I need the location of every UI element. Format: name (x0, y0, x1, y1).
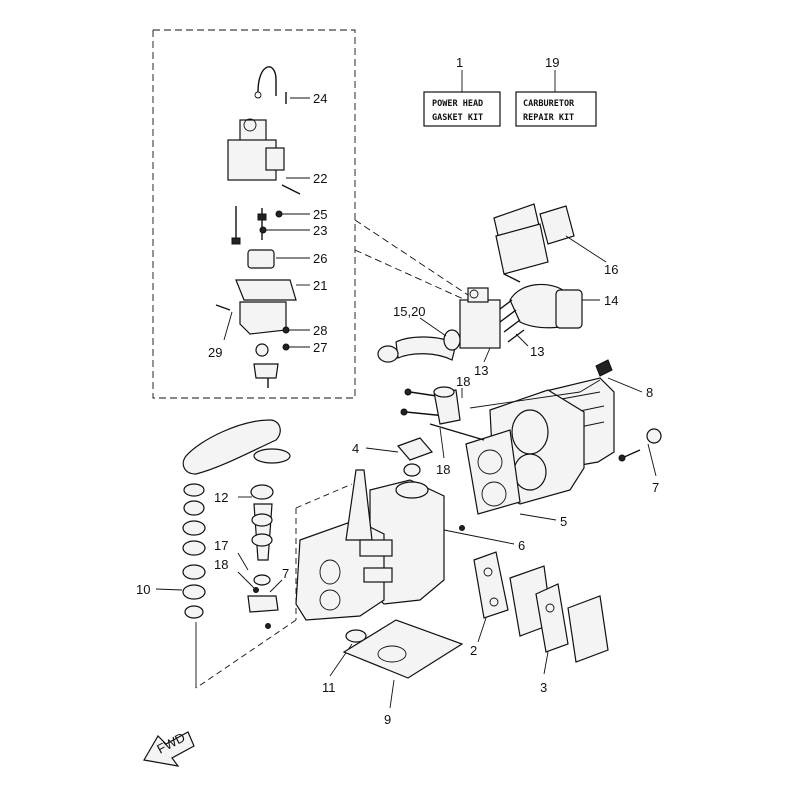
callout-21: 21 (313, 278, 327, 293)
carburetor-group-border (152, 29, 356, 399)
cylinder-gasket (465, 429, 521, 515)
callout-29: 29 (208, 345, 222, 360)
callout-24: 24 (313, 91, 327, 106)
screw-27 (282, 343, 290, 351)
kit-label-line2: REPAIR KIT (523, 113, 574, 123)
callout-18b: 18 (436, 462, 450, 477)
callout-23: 23 (313, 223, 327, 238)
exhaust-relief-tube (433, 386, 461, 425)
kit-box-power-head: 1 POWER HEAD GASKET KIT (423, 55, 501, 127)
group-leader-line (354, 219, 469, 296)
screw-pair (231, 206, 267, 245)
callout-13b: 13 (530, 344, 544, 359)
screw-28 (282, 326, 290, 334)
kit-label-line1: POWER HEAD (432, 99, 483, 109)
bypass-cover (396, 437, 434, 477)
callout-18a: 18 (456, 374, 470, 389)
exhaust-gasket-2 (473, 551, 509, 619)
kit-label-line2: GASKET KIT (432, 113, 483, 123)
oil-seal (345, 629, 367, 643)
callout-22: 22 (313, 171, 327, 186)
crankcase (295, 469, 445, 621)
screw-23 (259, 226, 267, 234)
callout-25: 25 (313, 207, 327, 222)
callout-2: 2 (470, 643, 477, 658)
float-bowl-gasket (235, 279, 297, 301)
callout-7b: 7 (282, 566, 289, 581)
callout-3: 3 (540, 680, 547, 695)
dowel-pin (459, 525, 465, 531)
exhaust-outer-plate (567, 595, 609, 663)
kit-label-line1: CARBURETOR (523, 99, 575, 109)
callout-13a: 13 (474, 363, 488, 378)
bearing-stack (182, 483, 206, 688)
fuel-hose-hook (254, 66, 277, 99)
drain-plug (253, 343, 279, 388)
callout-27: 27 (313, 340, 327, 355)
callout-18c: 18 (214, 557, 228, 572)
kit-number: 19 (545, 55, 559, 70)
long-bolts (400, 388, 485, 441)
callout-28: 28 (313, 323, 327, 338)
fwd-arrow-icon: FWD (143, 730, 195, 767)
float-bowl (239, 301, 287, 335)
callout-12: 12 (214, 490, 228, 505)
crankshaft (247, 484, 279, 629)
kit-box-carburetor: 19 CARBURETOR REPAIR KIT (515, 55, 597, 127)
callout-26: 26 (313, 251, 327, 266)
kit-number: 1 (456, 55, 463, 70)
callout-9: 9 (384, 712, 391, 727)
callout-11: 11 (322, 680, 336, 695)
intake-hose (377, 329, 461, 363)
bolt-set-8 (595, 359, 613, 377)
crankshaft-link-line-2 (295, 483, 353, 509)
intake-manifold (495, 283, 583, 343)
crankshaft-link-line-3 (195, 619, 297, 689)
callout-6: 6 (518, 538, 525, 553)
callout-17: 17 (214, 538, 228, 553)
thermostat-cover (618, 428, 662, 462)
carburetor-mounted (459, 287, 501, 349)
callout-8: 8 (646, 385, 653, 400)
callout-14: 14 (604, 293, 618, 308)
carburetor-float (247, 249, 275, 269)
screw-29 (215, 304, 231, 311)
callout-5: 5 (560, 514, 567, 529)
exhaust-gasket-3 (535, 583, 569, 653)
callout-15-20: 15,20 (393, 304, 426, 319)
callout-7a: 7 (652, 480, 659, 495)
callout-10: 10 (136, 582, 150, 597)
timing-belt (182, 419, 291, 475)
group-leader-line-2 (354, 249, 471, 303)
carburetor-body (227, 118, 301, 195)
callout-16: 16 (604, 262, 618, 277)
callout-4: 4 (352, 441, 359, 456)
screw-25 (275, 210, 283, 218)
base-gasket (342, 619, 464, 679)
reed-valve-assembly (493, 203, 575, 283)
